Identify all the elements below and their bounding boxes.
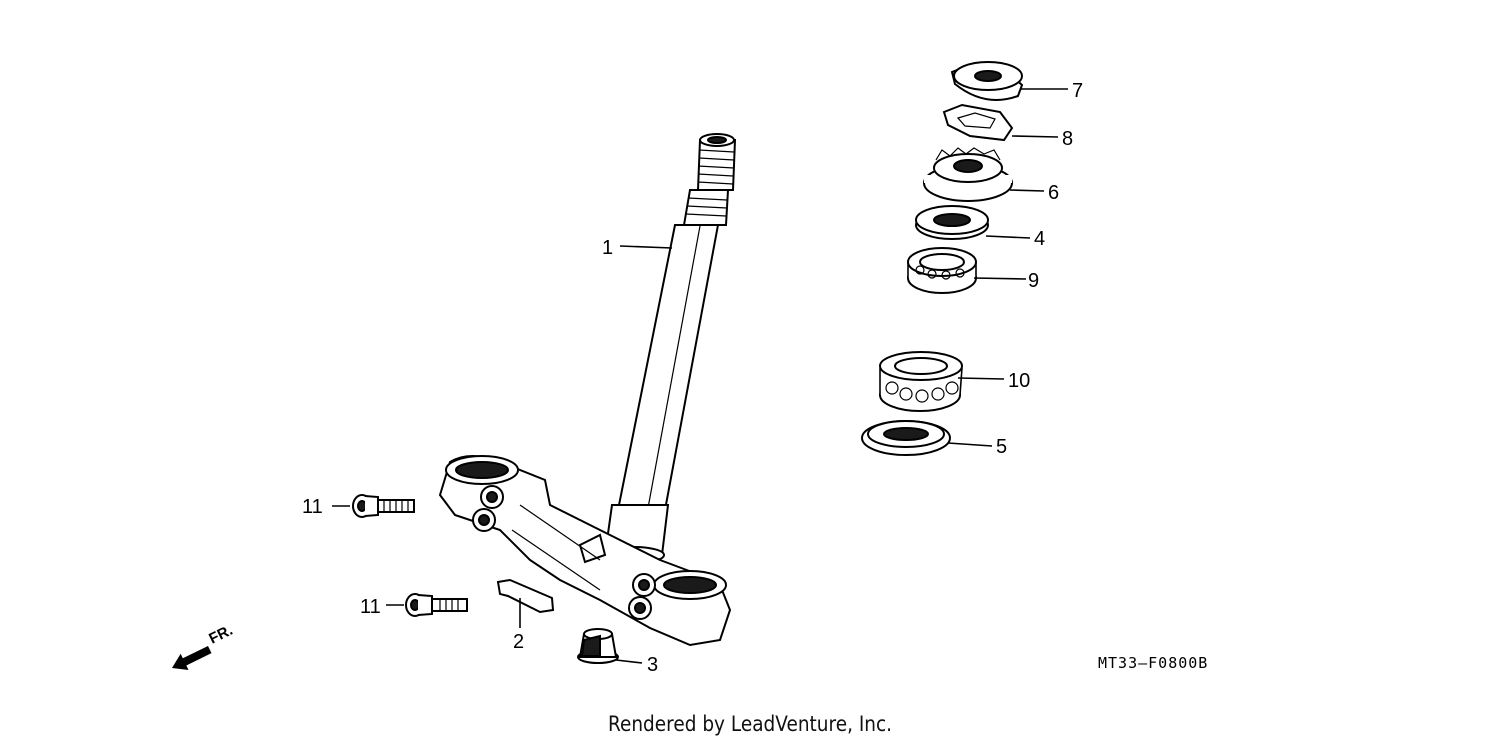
callout-3: 3 — [647, 654, 658, 676]
callout-5: 5 — [996, 436, 1007, 458]
callout-6: 6 — [1048, 182, 1059, 204]
callout-10: 10 — [1008, 370, 1030, 392]
cap-part — [577, 628, 619, 664]
upper-bearing-part — [907, 247, 977, 294]
clip-part — [496, 578, 555, 614]
callout-9: 9 — [1028, 270, 1039, 292]
callout-4: 4 — [1034, 228, 1045, 250]
adjusting-nut-part — [923, 147, 1013, 202]
lower-bearing-part — [879, 351, 963, 412]
diagram-code: MT33–F0800B — [1098, 654, 1208, 672]
bolt-upper-part — [352, 494, 415, 518]
steering-stem-part — [603, 133, 737, 564]
callout-2: 2 — [513, 631, 524, 653]
leader-lines — [332, 88, 1068, 664]
front-direction-arrow-icon — [172, 645, 212, 670]
callout-1: 1 — [602, 237, 613, 259]
bolt-lower-part — [405, 593, 468, 617]
lower-dust-seal-part — [861, 420, 951, 456]
callout-11-upper: 11 — [302, 496, 323, 518]
callout-7: 7 — [1072, 80, 1083, 102]
bottom-bridge — [438, 455, 732, 647]
front-direction-label: FR. — [206, 622, 235, 648]
callout-11-lower: 11 — [360, 596, 381, 618]
callout-8: 8 — [1062, 128, 1073, 150]
footer-credit: Rendered by LeadVenture, Inc. — [607, 712, 893, 736]
lock-nut-part — [950, 61, 1024, 101]
dust-seal-part — [915, 205, 989, 240]
lock-washer-part — [942, 103, 1014, 142]
